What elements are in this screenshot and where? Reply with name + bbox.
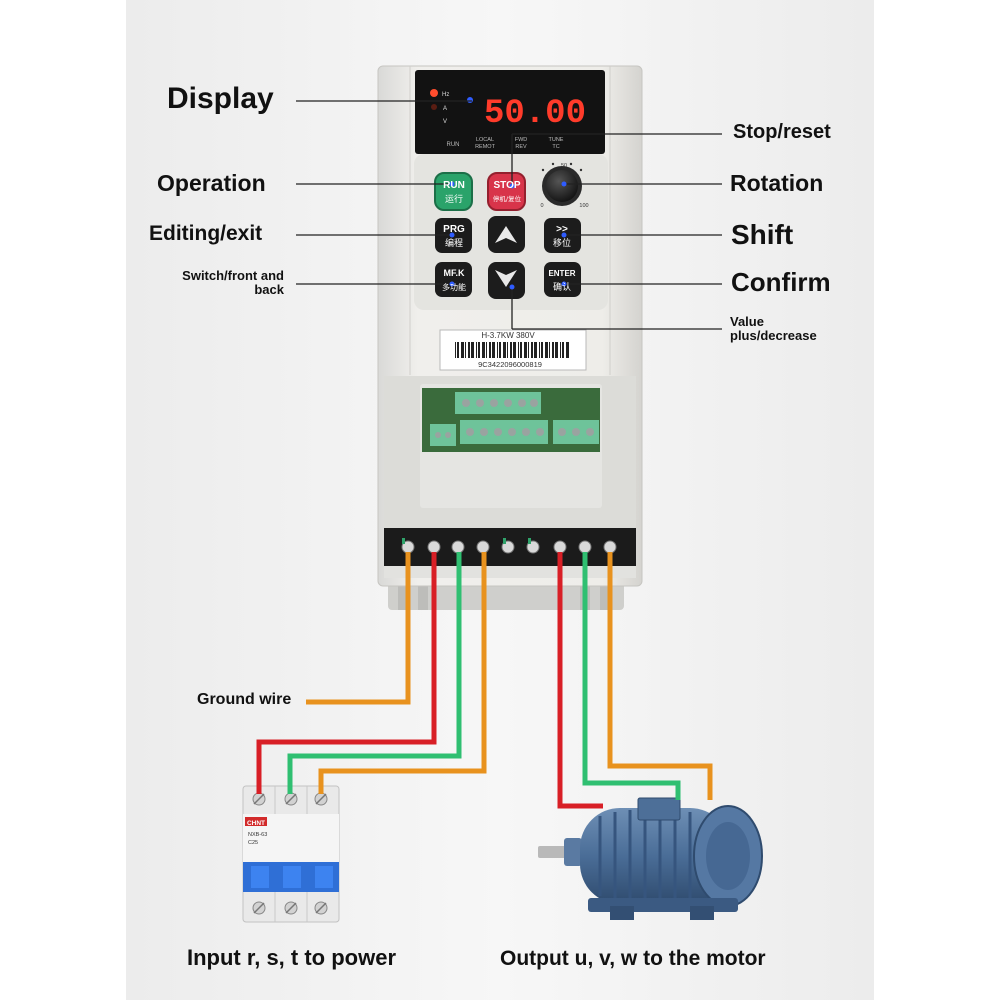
run-key-label: RUN	[443, 180, 465, 191]
enter-button[interactable]	[544, 262, 581, 297]
tune-status-label: TUNE	[549, 137, 564, 143]
prg-key-label: PRG	[443, 224, 465, 235]
enter-key-sublabel: 确认	[553, 281, 571, 293]
run-button[interactable]	[434, 172, 473, 211]
stop-key-sublabel: 停机/复位	[493, 194, 522, 203]
callout-lines	[296, 100, 722, 330]
label-rotation: Rotation	[730, 170, 824, 196]
label-display: Display	[167, 82, 274, 115]
mfk-button[interactable]	[435, 262, 472, 297]
run-status-label: RUN	[447, 142, 460, 148]
rev-status-label: REV	[515, 144, 527, 150]
input-wire-r	[256, 552, 437, 794]
electric-motor	[538, 797, 763, 920]
stop-key-label: STOP	[493, 180, 520, 191]
circuit-breaker	[242, 785, 340, 923]
fwd-status-label: FWD	[515, 137, 528, 143]
stop-reset-button[interactable]	[487, 172, 526, 211]
label-confirm: Confirm	[731, 267, 831, 297]
enter-key-label: ENTER	[548, 269, 575, 278]
ground-wire	[306, 552, 411, 705]
breaker-brand: CHNT	[247, 820, 265, 827]
prg-key-sublabel: 编程	[445, 237, 463, 249]
up-arrow-icon	[495, 226, 517, 243]
knob-scale-min: 0	[540, 203, 543, 209]
tc-status-label: TC	[552, 144, 559, 150]
shift-key-label: >>	[556, 224, 568, 235]
label-switch-line1: Switch/front and	[182, 268, 284, 283]
display-window	[415, 70, 605, 154]
mfk-key-sublabel: 多功能	[442, 282, 466, 292]
label-stop-reset: Stop/reset	[733, 121, 831, 143]
run-key-sublabel: 运行	[445, 193, 463, 205]
label-value-line1: Value	[730, 314, 764, 329]
label-ground-wire: Ground wire	[197, 691, 292, 708]
input-wire-t	[318, 552, 487, 794]
remot-status-label: REMOT	[475, 144, 496, 150]
callout-dots	[449, 181, 567, 290]
v-label: V	[443, 119, 447, 125]
local-status-label: LOCAL	[476, 137, 494, 143]
label-editing-exit: Editing/exit	[149, 222, 263, 245]
breaker-rating: C25	[248, 840, 258, 846]
hz-led	[430, 89, 438, 97]
label-operation: Operation	[157, 170, 266, 196]
control-terminals-bottom	[460, 420, 548, 444]
label-shift: Shift	[731, 219, 794, 250]
a-led	[431, 104, 437, 110]
shift-key-sublabel: 移位	[553, 237, 571, 249]
output-wire-w	[607, 552, 713, 800]
barcode	[455, 342, 569, 358]
label-switch-line2: back	[254, 282, 284, 297]
mfk-key-label: MF.K	[444, 268, 465, 278]
breaker-model: NXB-63	[248, 832, 267, 838]
output-wire-v	[582, 552, 681, 800]
run-led	[467, 97, 473, 103]
motor-terminal-box	[637, 797, 681, 821]
down-arrow-icon	[495, 270, 517, 287]
knob-scale-max: 100	[579, 203, 588, 209]
hz-label: Hz	[442, 92, 449, 98]
output-wire-u	[557, 552, 603, 809]
label-input-power: Input r, s, t to power	[187, 945, 396, 970]
label-value-line2: plus/decrease	[730, 328, 817, 343]
display-readout: 50.00	[484, 95, 586, 133]
label-output-motor: Output u, v, w to the motor	[500, 947, 766, 970]
nameplate-model: H-3.7KW 380V	[481, 331, 535, 340]
nameplate-serial: 9C3422096000819	[478, 360, 542, 369]
a-label: A	[443, 106, 447, 112]
input-wire-s	[287, 552, 462, 794]
knob-scale-mid: 50	[561, 163, 567, 169]
